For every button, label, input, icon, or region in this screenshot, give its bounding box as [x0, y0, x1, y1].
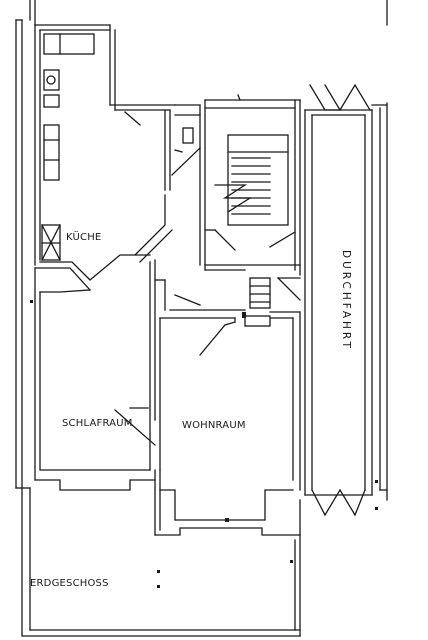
room-label-living: WOHNRAUM [182, 420, 246, 431]
room-label-passage: DURCHFAHRT [340, 250, 352, 351]
floor-label: ERDGESCHOSS [30, 578, 109, 589]
toilet [182, 127, 194, 144]
room-label-kitchen: KÜCHE [66, 232, 102, 243]
room-label-bedroom: SCHLAFRAUM [62, 418, 133, 429]
